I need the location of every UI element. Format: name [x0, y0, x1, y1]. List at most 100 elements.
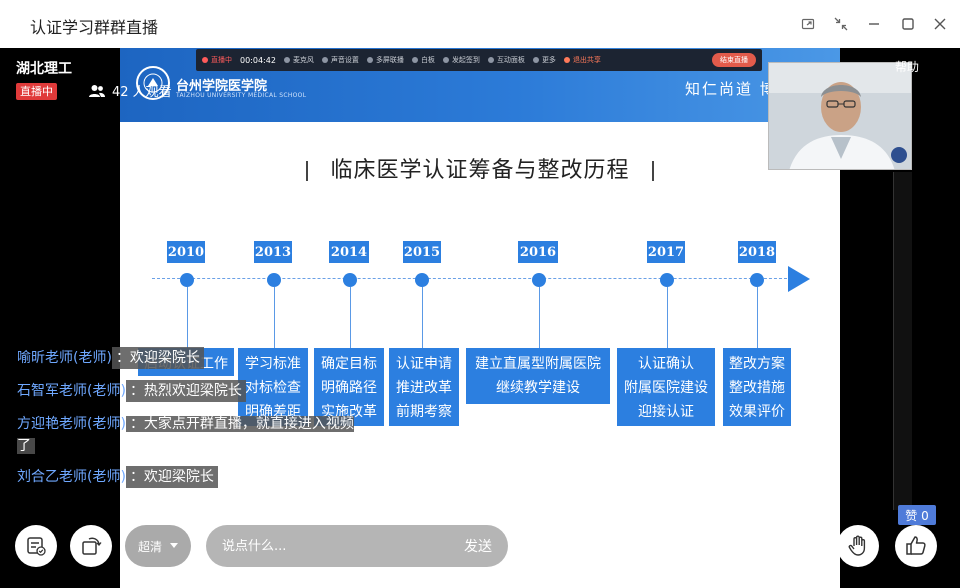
end-live-button[interactable]: 结束直播 — [712, 53, 756, 67]
timeline-node — [415, 273, 429, 287]
toolbar-item-interact[interactable]: 互动面板 — [487, 55, 525, 65]
live-status-label: 直播中 — [211, 56, 232, 64]
close-icon[interactable] — [930, 14, 950, 34]
comment-author: 石智军老师(老师) — [17, 383, 126, 399]
viewer-count: 42 人观看 — [88, 81, 172, 100]
timeline-box: 学习标准 对标检查 明确差距 — [238, 348, 308, 426]
timeline-line-text: 学习标准 — [245, 356, 301, 372]
stream-toolbar: 直播中 00:04:42 麦克风 声音设置 多屏联播 白板 发起签到 互动面板 … — [196, 49, 762, 71]
timeline-stem — [187, 287, 188, 349]
viewer-count-label: 42 人观看 — [112, 85, 172, 100]
checklist-icon — [27, 537, 46, 556]
help-link[interactable]: 帮助 — [895, 60, 920, 74]
maximize-icon[interactable] — [898, 14, 918, 34]
exit-icon — [563, 57, 570, 63]
toolbar-item-more[interactable]: 更多 — [532, 55, 556, 65]
timeline-year: 2015 — [403, 241, 441, 263]
checklist-button[interactable] — [15, 525, 57, 567]
live-status: 直播中 — [202, 55, 232, 65]
comment-message: ：欢迎梁院长 — [111, 347, 204, 369]
timeline-node — [180, 273, 194, 287]
slide-title-text: 临床医学认证筹备与整改历程 — [330, 158, 630, 183]
slide-title: 临床医学认证筹备与整改历程 — [120, 152, 840, 184]
timeline-year: 2010 — [167, 241, 205, 263]
sound-icon — [321, 57, 328, 63]
timeline-stem — [274, 287, 275, 349]
toolbar-item-whiteboard[interactable]: 白板 — [411, 55, 435, 65]
comment-author: 喻昕老师(老师) — [17, 350, 112, 366]
timeline-stem — [422, 287, 423, 349]
comment-message: ：热烈欢迎梁院长 — [125, 380, 246, 402]
timeline-line-text: 认证申请 — [396, 356, 452, 372]
rotate-screen-button[interactable] — [70, 525, 112, 567]
side-chat-strip[interactable] — [893, 172, 912, 510]
toolbar-item-label: 互动面板 — [496, 56, 525, 64]
toolbar-item-label: 麦克风 — [292, 56, 314, 64]
timeline-line-text: 继续教学建设 — [496, 380, 580, 396]
toolbar-item-label: 声音设置 — [330, 56, 359, 64]
title-bar: 认证学习群群直播 — [0, 0, 960, 48]
presenter-camera[interactable] — [768, 62, 912, 170]
record-dot-icon — [202, 57, 208, 63]
timeline-year: 2016 — [518, 241, 558, 263]
toolbar-item-label: 白板 — [420, 56, 435, 64]
comment-body: 方迎艳老师(老师)：大家点开群直播，就直接进入视频了 — [17, 413, 369, 457]
timeline-line-text: 推进改革 — [396, 380, 452, 396]
timeline-line-text: 前期考察 — [396, 404, 452, 420]
mic-icon — [283, 57, 290, 63]
timeline-box: 认证确认 附属医院建设 迎接认证 — [617, 348, 715, 426]
timeline-box: 认证申请 推进改革 前期考察 — [389, 348, 459, 426]
exit-share-button[interactable]: 退出共享 — [563, 55, 601, 65]
toolbar-item-mic[interactable]: 麦克风 — [283, 55, 314, 65]
timeline-line-text: 迎接认证 — [638, 404, 694, 420]
timeline-line-text: 效果评价 — [729, 404, 785, 420]
timeline-line-text: 确定目标 — [321, 356, 377, 372]
title-bar-left — [306, 161, 309, 181]
timeline-year: 2017 — [647, 241, 685, 263]
title-bar-right — [651, 161, 654, 181]
toolbar-item-label: 多屏联播 — [375, 56, 404, 64]
shrink-icon[interactable] — [831, 14, 851, 34]
chat-comment: 方迎艳老师(老师)：大家点开群直播，就直接进入视频了 — [17, 413, 369, 457]
like-button[interactable] — [895, 525, 937, 567]
timeline-line-text: 附属医院建设 — [624, 380, 708, 396]
timeline-stem — [350, 287, 351, 349]
raise-hand-button[interactable] — [837, 525, 879, 567]
popout-icon[interactable] — [798, 14, 818, 34]
toolbar-item-checkin[interactable]: 发起签到 — [442, 55, 480, 65]
toolbar-item-sound[interactable]: 声音设置 — [321, 55, 359, 65]
timeline-box: 整改方案 整改措施 效果评价 — [723, 348, 791, 426]
timeline-node — [660, 273, 674, 287]
comment-author: 方迎艳老师(老师) — [17, 416, 126, 432]
interact-icon — [487, 57, 494, 63]
users-icon — [89, 84, 105, 97]
thumbs-up-icon — [906, 536, 926, 555]
timeline-line-text: 整改方案 — [729, 356, 785, 372]
timeline-node — [343, 273, 357, 287]
exit-share-label: 退出共享 — [572, 56, 601, 64]
school-name-en: TAIZHOU UNIVERSITY MEDICAL SCHOOL — [176, 92, 307, 99]
host-name: 湖北理工 — [16, 61, 72, 77]
timeline-stem — [539, 287, 540, 349]
timeline-line-text: 建立直属型附属医院 — [475, 356, 601, 372]
timeline-node — [267, 273, 281, 287]
timeline-node — [750, 273, 764, 287]
minimize-icon[interactable] — [864, 14, 884, 34]
rotate-icon — [82, 537, 102, 555]
send-button[interactable]: 发送 — [464, 539, 492, 555]
stream-timer: 00:04:42 — [240, 55, 276, 65]
comment-input-bar: 发送 — [206, 525, 508, 567]
comment-message: ：欢迎梁院长 — [125, 466, 218, 488]
like-count-badge: 赞 0 — [898, 505, 936, 525]
timeline-year: 2014 — [329, 241, 369, 263]
quality-select[interactable]: 超清 — [125, 525, 191, 567]
window-title: 认证学习群群直播 — [30, 18, 159, 37]
timeline-box: 确定目标 明确路径 实施改革 — [314, 348, 384, 426]
caret-down-icon — [170, 543, 178, 548]
timeline-line — [152, 278, 792, 279]
comment-input[interactable] — [222, 538, 464, 554]
toolbar-item-multiscreen[interactable]: 多屏联播 — [366, 55, 404, 65]
more-icon — [532, 57, 539, 63]
toolbar-item-label: 更多 — [541, 56, 556, 64]
